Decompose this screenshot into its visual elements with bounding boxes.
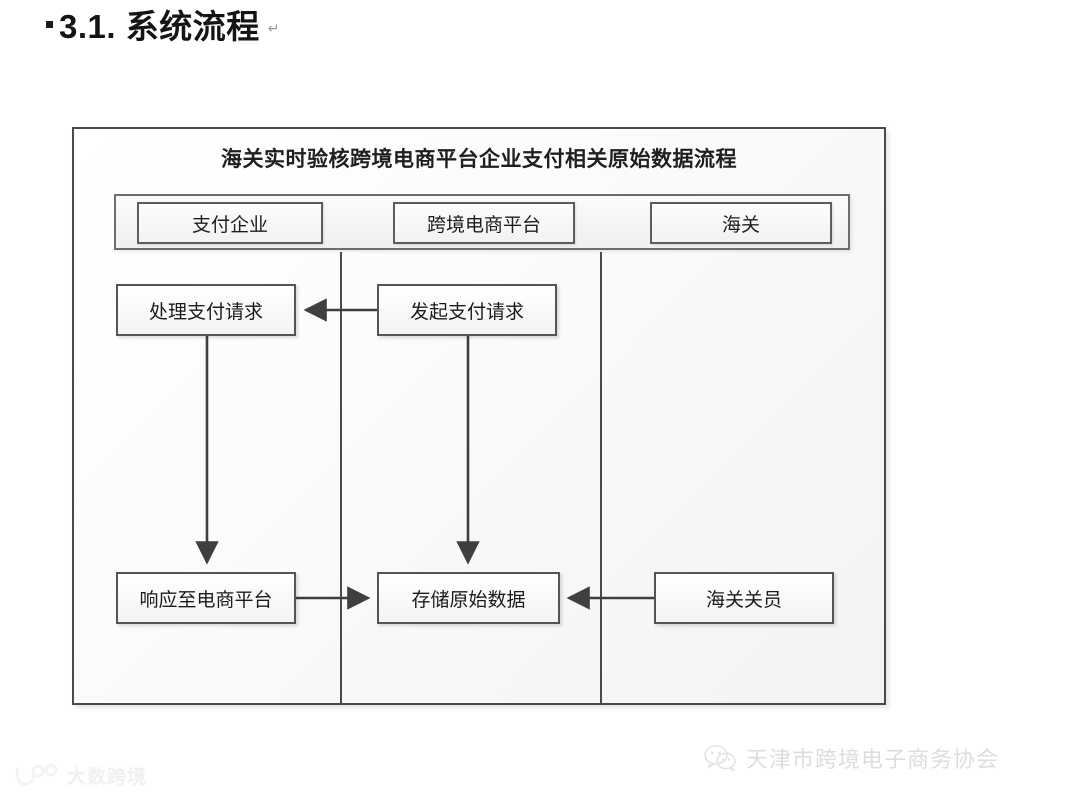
swimlane-divider-right [600,252,602,705]
wechat-icon [703,744,737,772]
swimlane-header-customs[interactable]: 海关 [650,202,832,244]
page-title-text: 3.1. 系统流程 [59,8,260,45]
square-bullet-icon [46,21,53,28]
watermark-bigdata: 大数跨境 [14,762,147,789]
task-process-payment-request[interactable]: 处理支付请求 [116,284,296,336]
bigdata-logo-icon [14,763,60,788]
flowchart-frame: 海关实时验核跨境电商平台企业支付相关原始数据流程 支付企业 跨境电商平台 海关 [72,127,886,705]
task-customs-officer[interactable]: 海关关员 [654,572,834,624]
watermark-association: 天津市跨境电子商务协会 [703,742,999,774]
flowchart-title: 海关实时验核跨境电商平台企业支付相关原始数据流程 [221,148,737,171]
swimlane-divider-left [340,252,342,705]
task-respond-to-platform[interactable]: 响应至电商平台 [116,572,296,624]
task-store-raw-data[interactable]: 存储原始数据 [377,572,560,624]
task-initiate-payment-request[interactable]: 发起支付请求 [377,284,557,336]
page-title: 3.1. 系统流程 ↵ [46,10,279,43]
pilcrow-mark: ↵ [267,20,280,36]
swimlane-header-crossborder-platform[interactable]: 跨境电商平台 [393,202,575,244]
watermark-bigdata-text: 大数跨境 [67,767,148,788]
swimlane-header-band: 支付企业 跨境电商平台 海关 [114,194,850,250]
swimlane-header-payment-enterprise[interactable]: 支付企业 [137,202,323,244]
watermark-association-text: 天津市跨境电子商务协会 [746,747,1000,772]
